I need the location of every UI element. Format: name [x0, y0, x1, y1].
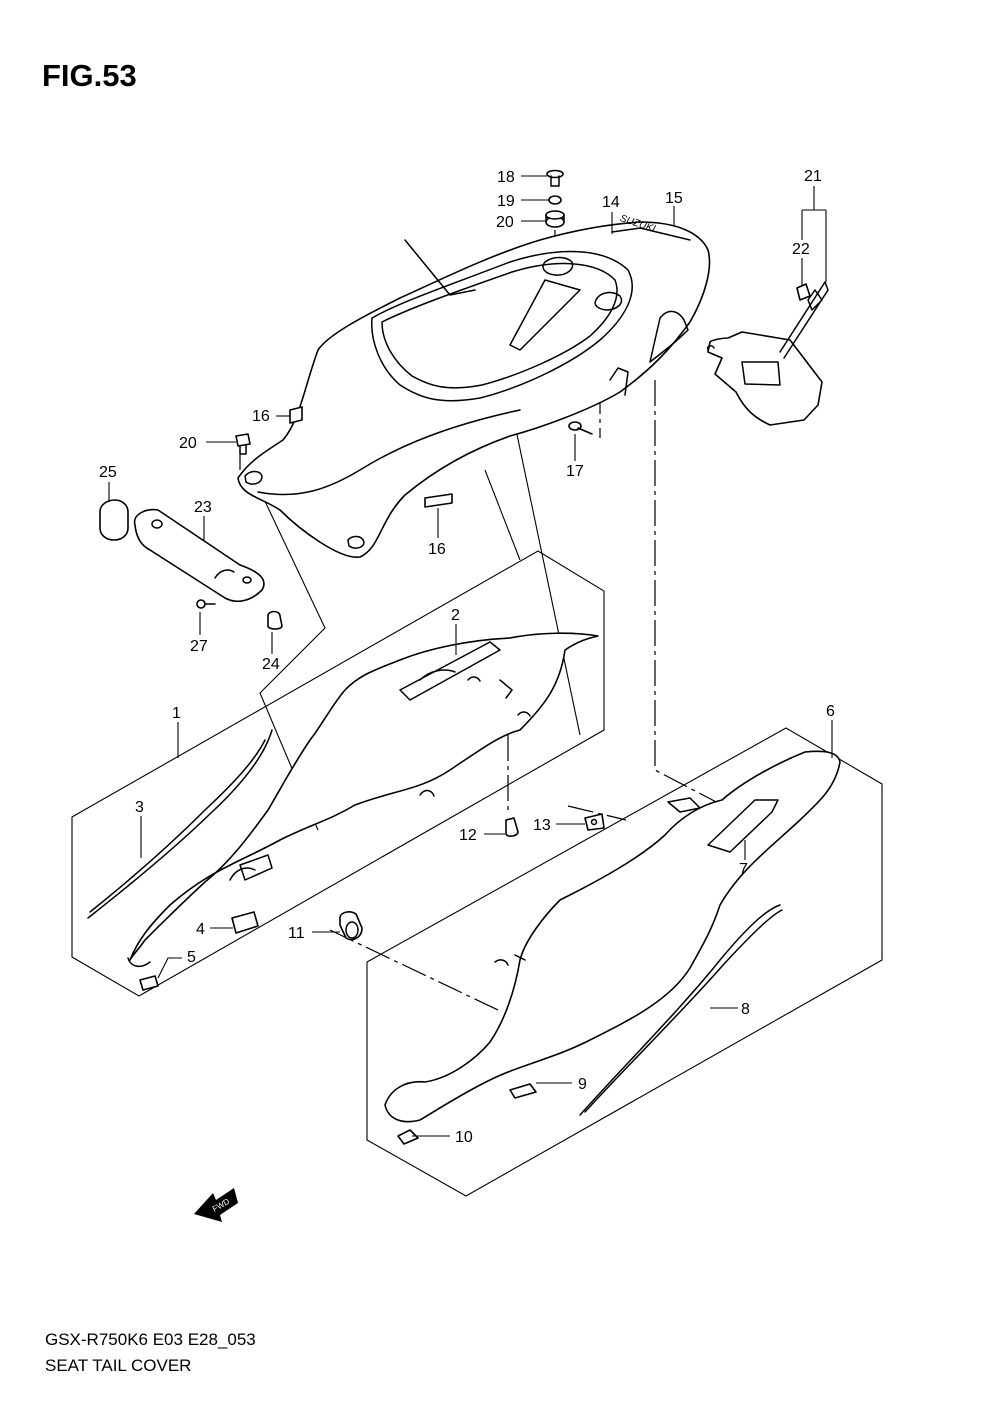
- right-cover-group-box: [366, 727, 883, 1197]
- part-label-24: 23: [194, 499, 212, 516]
- seat-tail-cover: SUZUKI: [237, 213, 711, 558]
- part-label-9: 9: [578, 1076, 587, 1093]
- assembly-guide-lines: [259, 424, 581, 831]
- part-label-4: 4: [196, 921, 205, 938]
- pad-icon: [231, 911, 259, 934]
- nut-clip-icon: [584, 813, 605, 831]
- cap-icon: [99, 499, 129, 541]
- screw-icon: [546, 169, 564, 187]
- part-label-7: 7: [739, 861, 748, 878]
- part-label-22: 21: [804, 168, 822, 185]
- part-label-2: 2: [451, 607, 460, 624]
- pad-icon: [139, 975, 159, 991]
- part-label-6: 6: [826, 703, 835, 720]
- grommet-icon: [545, 210, 565, 228]
- part-label-19: 19: [497, 193, 515, 210]
- screw-icon: [568, 421, 593, 435]
- part-label-17: 17: [566, 463, 584, 480]
- part-label-27: 27: [190, 638, 208, 655]
- model-code: GSX-R750K6 E03 E28_053: [45, 1330, 256, 1349]
- grommet-icon: [267, 610, 283, 630]
- part-label-3: 3: [135, 799, 144, 816]
- part-label-18: 18: [497, 169, 515, 186]
- pad-icon: [397, 1129, 419, 1145]
- push-rivet-icon: [505, 817, 519, 837]
- fwd-arrow-icon: FWD: [194, 1188, 238, 1222]
- part-label-23: 22: [792, 241, 810, 258]
- part-label-12: 12: [459, 827, 477, 844]
- part-label-16-upper: 16: [252, 408, 270, 425]
- section-name: SEAT TAIL COVER: [45, 1356, 192, 1375]
- clip-icon: [796, 283, 811, 301]
- washer-icon: [548, 195, 562, 205]
- part-label-5: 5: [187, 949, 196, 966]
- part-label-16-lower: 16: [428, 541, 446, 558]
- part-label-21: 20: [179, 435, 197, 452]
- screw-icon: [235, 433, 251, 455]
- part-label-15: 15: [665, 190, 683, 207]
- part-label-20: 20: [496, 214, 514, 231]
- leader-lines: [108, 175, 833, 1137]
- cushion-icon: [339, 911, 363, 941]
- right-side-cover: [384, 750, 841, 1123]
- pad-icon: [509, 1083, 537, 1099]
- left-cover-group-box: [71, 550, 605, 997]
- part-label-25: 24: [262, 656, 280, 673]
- bracket-icon: [133, 508, 265, 602]
- part-label-10: 10: [455, 1129, 473, 1146]
- label-sticker-icon: [424, 493, 453, 508]
- screw-icon: [196, 599, 216, 609]
- part-label-13: 13: [533, 817, 551, 834]
- part-label-1: 1: [172, 705, 181, 722]
- part-label-26: 25: [99, 464, 117, 481]
- figure-title: FIG.53: [42, 58, 137, 93]
- label-sticker-icon: [289, 406, 303, 424]
- part-label-11: 11: [288, 925, 305, 942]
- rear-bracket: [706, 281, 829, 426]
- part-label-14: 14: [602, 194, 620, 211]
- part-label-8: 8: [741, 1001, 750, 1018]
- left-side-cover: [87, 632, 599, 968]
- part-labels: 18 19 20 14 15 21 22 16 20 17 25 23 16 2…: [99, 168, 835, 1146]
